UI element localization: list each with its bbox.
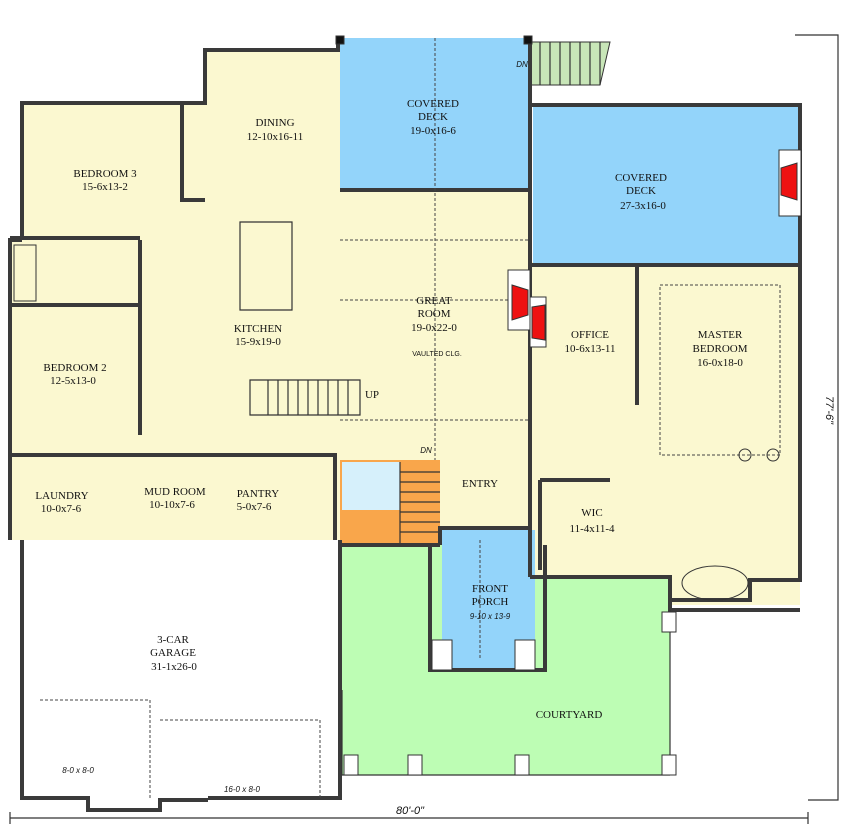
covered-deck-1-label: COVERED: [407, 98, 459, 110]
fireplaces: [507, 149, 802, 348]
great-room-label-2: ROOM: [417, 308, 450, 320]
garage-door-2-size: 16-0 x 8-0: [224, 785, 261, 794]
dining-size: 12-10x16-11: [247, 131, 303, 143]
bedroom3-area: [22, 103, 208, 243]
columns: [335, 35, 677, 776]
front-porch-label: FRONT: [472, 583, 508, 595]
bedroom3-label: BEDROOM 3: [73, 168, 137, 180]
bedroom2-label: BEDROOM 2: [43, 362, 106, 374]
master-bedroom-label: MASTER: [698, 329, 743, 341]
wic-size: 11-4x11-4: [569, 523, 615, 535]
office-size: 10-6x13-11: [565, 343, 616, 355]
width-dimension: 80'-0": [396, 805, 425, 817]
laundry-label: LAUNDRY: [35, 490, 88, 502]
garage-label: 3-CAR: [157, 634, 189, 646]
sink-1: [738, 448, 752, 462]
dining-kitchen-area: [205, 50, 340, 450]
dimension-lines: [9, 34, 839, 824]
stairs-down-label: DN: [420, 446, 432, 455]
entry-area: [440, 460, 530, 528]
wic-label: WIC: [581, 507, 602, 519]
fireplace-deck-icon: [780, 162, 798, 201]
stairs-up-label: UP: [365, 389, 379, 401]
garage-label-2: GARAGE: [150, 647, 196, 659]
stair-treads: [249, 42, 601, 545]
vaulted-ceiling-note: VAULTED CLG.: [412, 351, 462, 358]
office-label: OFFICE: [571, 329, 609, 341]
room-fills: [10, 38, 801, 798]
covered-deck-1-size: 19-0x16-6: [410, 125, 456, 137]
garage-door-1-size: 8-0 x 8-0: [62, 766, 94, 775]
great-room-size: 19-0x22-0: [411, 322, 457, 334]
covered-deck-2-label-2: DECK: [626, 185, 656, 197]
stair-landing: [342, 462, 400, 510]
bedroom2-size: 12-5x13-0: [50, 375, 96, 387]
master-bath-area: [670, 440, 800, 605]
master-bedroom-size: 16-0x18-0: [697, 357, 743, 369]
fireplace-office-icon: [531, 304, 546, 341]
covered-deck-1-label-2: DECK: [418, 111, 448, 123]
covered-deck-2-area: [533, 106, 801, 263]
laundry-size: 10-0x7-6: [41, 503, 82, 515]
room-labels: BEDROOM 3 15-6x13-2 DINING 12-10x16-11 C…: [35, 60, 835, 817]
mud-room-size: 10-10x7-6: [149, 499, 195, 511]
master-bedroom-label-2: BEDROOM: [692, 343, 747, 355]
garage-size: 31-1x26-0: [151, 661, 197, 673]
depth-dimension: 77'-6": [823, 396, 835, 425]
covered-deck-2-label: COVERED: [615, 172, 667, 184]
bedroom3-size: 15-6x13-2: [82, 181, 128, 193]
master-tub: [681, 565, 749, 601]
garage-area: [22, 540, 340, 798]
kitchen-label: KITCHEN: [234, 323, 282, 335]
courtyard-label: COURTYARD: [536, 709, 603, 721]
front-porch-label-2: PORCH: [472, 596, 509, 608]
pantry-size: 5-0x7-6: [237, 501, 272, 513]
front-porch-size: 9-10 x 13-9: [470, 612, 511, 621]
pantry-label: PANTRY: [237, 488, 279, 500]
entry-label: ENTRY: [462, 478, 498, 490]
mud-room-label: MUD ROOM: [144, 486, 206, 498]
deck-stairs-down-label: DN: [516, 60, 528, 69]
sink-2: [766, 448, 780, 462]
tub: [13, 244, 37, 302]
fireplace-great-room-icon: [511, 284, 529, 321]
dining-label: DINING: [255, 117, 294, 129]
kitchen-size: 15-9x19-0: [235, 336, 281, 348]
great-room-label: GREAT: [416, 295, 452, 307]
covered-deck-2-size: 27-3x16-0: [620, 200, 666, 212]
